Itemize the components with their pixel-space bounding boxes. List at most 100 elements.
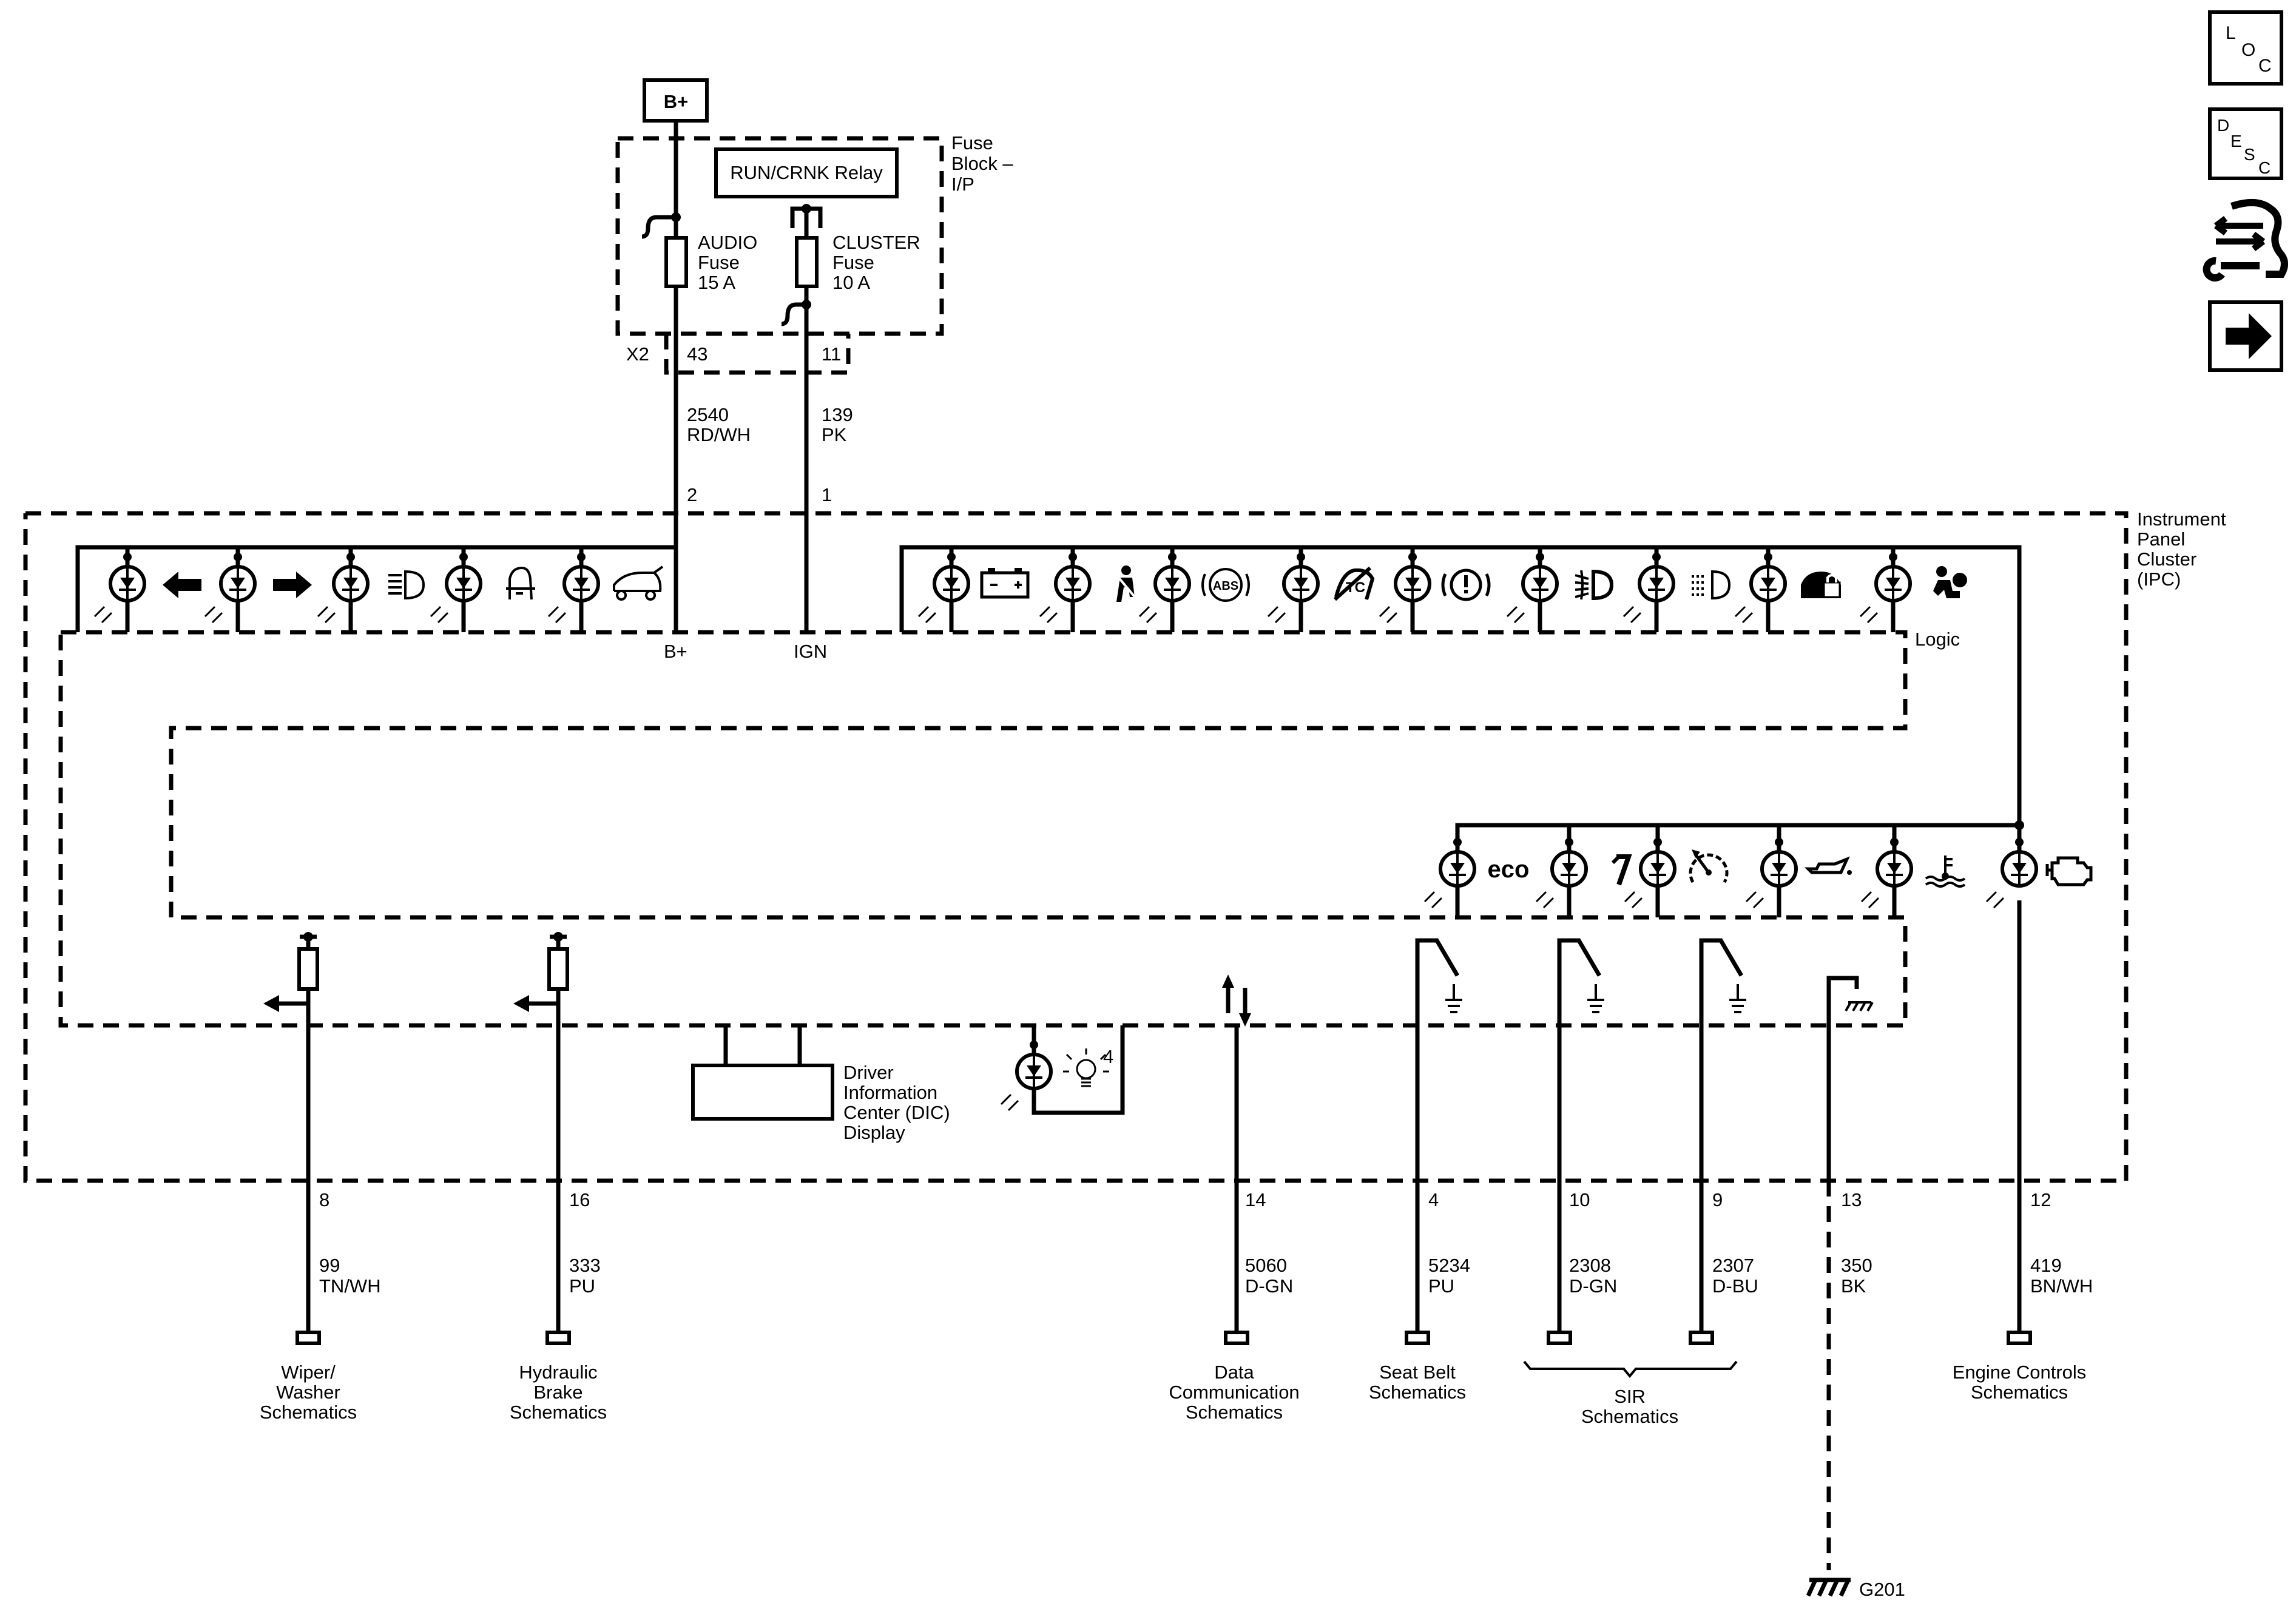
seat-belt-icon <box>1116 565 1137 602</box>
backlight-number: 4 <box>1103 1046 1113 1067</box>
cluster-fuse-label-2: Fuse <box>832 252 874 273</box>
seat-belt-dest-2: Schematics <box>1369 1382 1466 1403</box>
lamp-led-fog-lamp <box>1506 553 1559 624</box>
desc-letter-e: E <box>2230 132 2242 150</box>
ipc-ign-label: IGN <box>794 641 827 662</box>
brake-dest-2: Brake <box>534 1382 583 1403</box>
instrument-panel-cluster: Instrument Panel Cluster (IPC) Logic B+ … <box>23 485 2226 1183</box>
data-circuit-number: 5060 <box>1245 1255 1287 1276</box>
lamp-led-cruise-control <box>1624 838 1676 909</box>
ipc-title-1: Instrument <box>2137 508 2226 530</box>
connector-x2-label: X2 <box>626 343 649 365</box>
audio-ipc-pin: 2 <box>687 484 697 505</box>
dic-label-3: Center (DIC) <box>843 1102 950 1123</box>
wiper-circuit-color: TN/WH <box>319 1275 381 1297</box>
coolant-temperature-icon <box>1925 856 1966 888</box>
audio-fuse-label-3: 15 A <box>698 272 735 293</box>
lamp-led-abs <box>1138 553 1191 624</box>
desc-button[interactable]: D E S C <box>2208 107 2283 180</box>
sir-switch-2 <box>1689 938 1746 1345</box>
engine-circuit-number: 419 <box>2030 1255 2062 1276</box>
door-ajar-icon <box>506 566 535 600</box>
lamp-led-coolant-temperature <box>1860 838 1913 909</box>
brake-circuit-number: 333 <box>569 1255 601 1276</box>
fuse-block-title-2: Block – <box>951 153 1013 174</box>
seat-belt-dest-1: Seat Belt <box>1379 1362 1456 1383</box>
g201-ground-symbol <box>1806 1578 1851 1597</box>
engine-controls-circuit: 12 419 BN/WH Engine Controls Schematics <box>1953 900 2093 1403</box>
sir-circuit-color-9: D-BU <box>1712 1275 1758 1297</box>
ipc-title-3: Cluster <box>2137 548 2196 570</box>
dic-display: Driver Information Center (DIC) Display <box>691 1025 950 1143</box>
ground-circuit-number: 350 <box>1841 1255 1872 1276</box>
engine-pin: 12 <box>2030 1189 2051 1210</box>
sir-dest-1: SIR <box>1614 1386 1646 1407</box>
abs-icon: ABS <box>1201 568 1250 602</box>
svg-text:ABS: ABS <box>1213 579 1238 593</box>
lamp-led-seat-belt <box>1039 553 1092 624</box>
seat-belt-circuit-color: PU <box>1428 1275 1454 1297</box>
side-navigation: L O C D E S C <box>2203 10 2288 372</box>
lamp-led-oil-pressure <box>1745 838 1798 909</box>
fuse-block: B+ Fuse Block – I/P X2 RUN/CRNK Relay AU… <box>615 78 1013 632</box>
lamp-led-left-turn <box>93 553 146 624</box>
run-crnk-relay-box <box>714 147 899 198</box>
lamp-led-upshift <box>1535 838 1588 909</box>
desc-letter-d: D <box>2217 116 2229 135</box>
cluster-fuse-label-1: CLUSTER <box>832 232 920 253</box>
cluster-circuit-number: 139 <box>822 404 853 425</box>
fog-lamp-icon <box>1575 569 1614 601</box>
data-dest-2: Communication <box>1169 1382 1299 1403</box>
dic-display-box <box>691 1064 834 1121</box>
data-pin: 14 <box>1245 1189 1266 1210</box>
b-plus-source-label: B+ <box>664 91 689 112</box>
right-turn-icon <box>273 572 312 598</box>
ipc-title-4: (IPC) <box>2137 569 2181 590</box>
lamp-led-backlighting <box>1000 1041 1053 1112</box>
svg-text:eco: eco <box>1488 856 1530 883</box>
brake-warning-icon <box>1441 569 1491 601</box>
bulb-icon <box>1063 1048 1109 1087</box>
loc-letter-c: C <box>2258 56 2272 76</box>
connector-repair-icon[interactable] <box>2203 198 2288 282</box>
check-engine-icon <box>2045 856 2093 886</box>
ipc-title-2: Panel <box>2137 528 2185 550</box>
brake-dest-1: Hydraulic <box>519 1362 597 1383</box>
engine-dest-2: Schematics <box>1971 1382 2068 1403</box>
cruise-control-icon <box>1689 849 1729 883</box>
lamp-led-eco <box>1423 838 1476 909</box>
lamp-led-brake-warning <box>1379 553 1431 624</box>
data-dest-3: Schematics <box>1186 1402 1283 1423</box>
cluster-fuse-pin: 11 <box>822 343 841 365</box>
sir-dest-2: Schematics <box>1581 1406 1678 1427</box>
seat-belt-pin: 4 <box>1428 1189 1439 1210</box>
seat-belt-switch <box>1405 938 1462 1345</box>
desc-letter-s: S <box>2244 145 2255 164</box>
wiper-pin: 8 <box>319 1189 329 1210</box>
loc-letter-l: L <box>2226 23 2236 43</box>
dic-label-4: Display <box>843 1122 905 1143</box>
data-dest-1: Data <box>1214 1362 1254 1383</box>
dic-label-2: Information <box>843 1082 937 1103</box>
lamp-led-headlamp-on <box>1622 553 1675 624</box>
left-turn-icon <box>163 572 201 598</box>
ground-pin: 13 <box>1841 1189 1862 1210</box>
oil-pressure-icon <box>1804 856 1852 875</box>
x2-connector-outline <box>664 334 851 375</box>
sir-bracket <box>1523 1360 1738 1379</box>
audio-fuse-label-2: Fuse <box>698 252 740 273</box>
ipc-outer-outline <box>23 511 2129 1183</box>
engine-dest-1: Engine Controls <box>1953 1362 2087 1383</box>
lamp-led-check-engine <box>1985 838 2038 909</box>
svg-text:TC: TC <box>1346 579 1365 596</box>
lamp-led-security <box>1734 553 1787 624</box>
loc-button[interactable]: L O C <box>2208 10 2283 86</box>
next-arrow-button[interactable] <box>2208 300 2283 372</box>
right-arrow-icon <box>2226 313 2272 359</box>
wiper-dest-2: Washer <box>276 1382 340 1403</box>
upshift-icon <box>1611 854 1632 886</box>
output-circuits: 8 99 TN/WH Wiper/ Washer Schematics 16 3… <box>260 900 2093 1600</box>
wiper-circuit-number: 99 <box>319 1255 340 1276</box>
